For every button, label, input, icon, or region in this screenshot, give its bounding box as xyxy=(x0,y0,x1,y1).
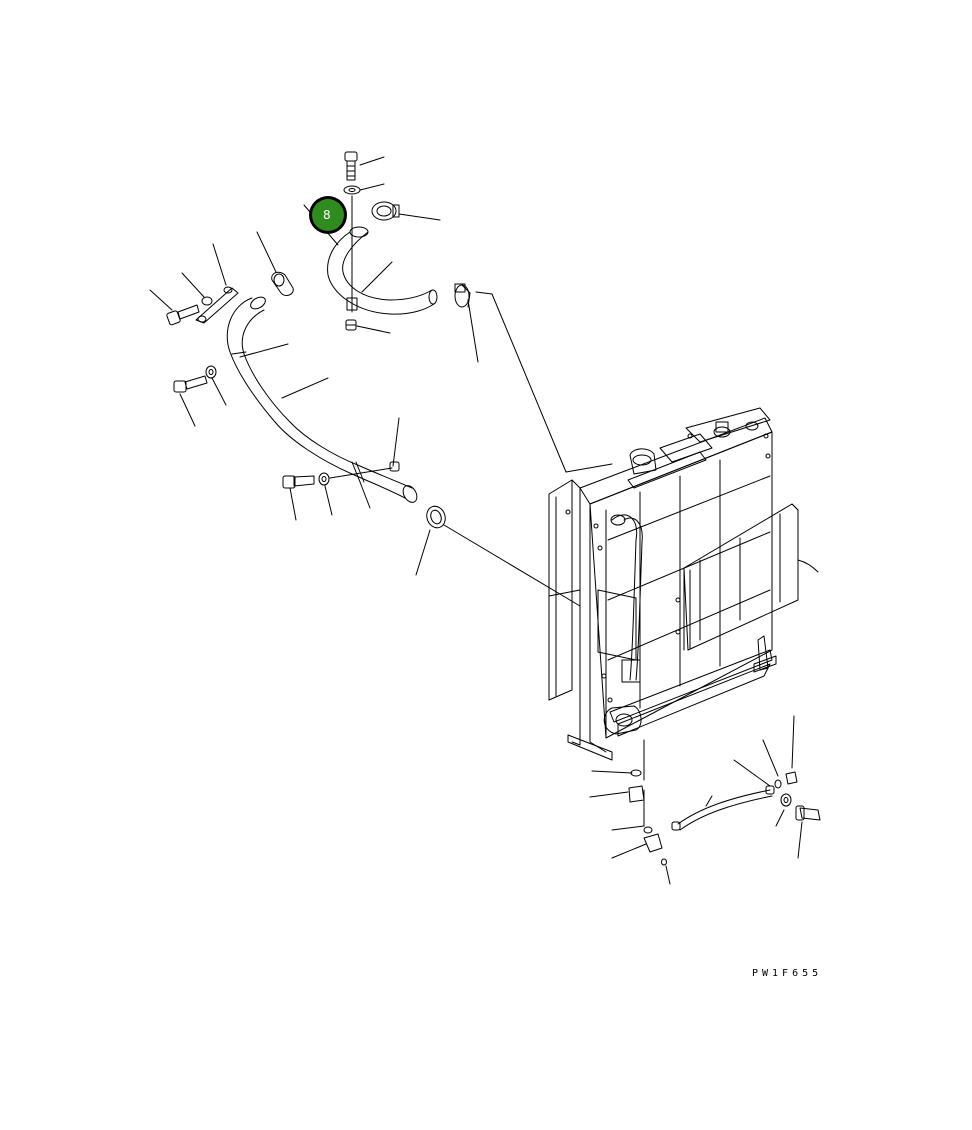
lower-left-washer xyxy=(206,366,216,378)
upper-left-bolt xyxy=(166,305,199,325)
upper-hose-clamp xyxy=(372,202,399,220)
lower-hose-clamp xyxy=(424,504,448,531)
bracket-washer xyxy=(202,297,212,305)
top-bolt xyxy=(345,152,357,180)
drain-hose xyxy=(672,716,820,858)
drawing-code: PW1F655 xyxy=(752,968,823,979)
radiator-assembly xyxy=(549,408,818,760)
hose-nut xyxy=(390,462,399,471)
upper-hose-nut xyxy=(346,320,356,330)
lower-left-bolt xyxy=(174,376,207,392)
bracket-clamp xyxy=(196,287,238,323)
middle-washer xyxy=(319,473,329,485)
leader-lines xyxy=(150,157,612,606)
callout-label: 8 xyxy=(323,208,331,222)
top-washer xyxy=(344,186,360,194)
drain-parts xyxy=(590,740,670,884)
small-hose-clamp xyxy=(272,272,294,295)
upper-hose xyxy=(328,196,437,314)
middle-bolt xyxy=(283,476,314,488)
callout-marker: 8 xyxy=(309,196,347,234)
right-hose-clamp xyxy=(455,284,470,307)
